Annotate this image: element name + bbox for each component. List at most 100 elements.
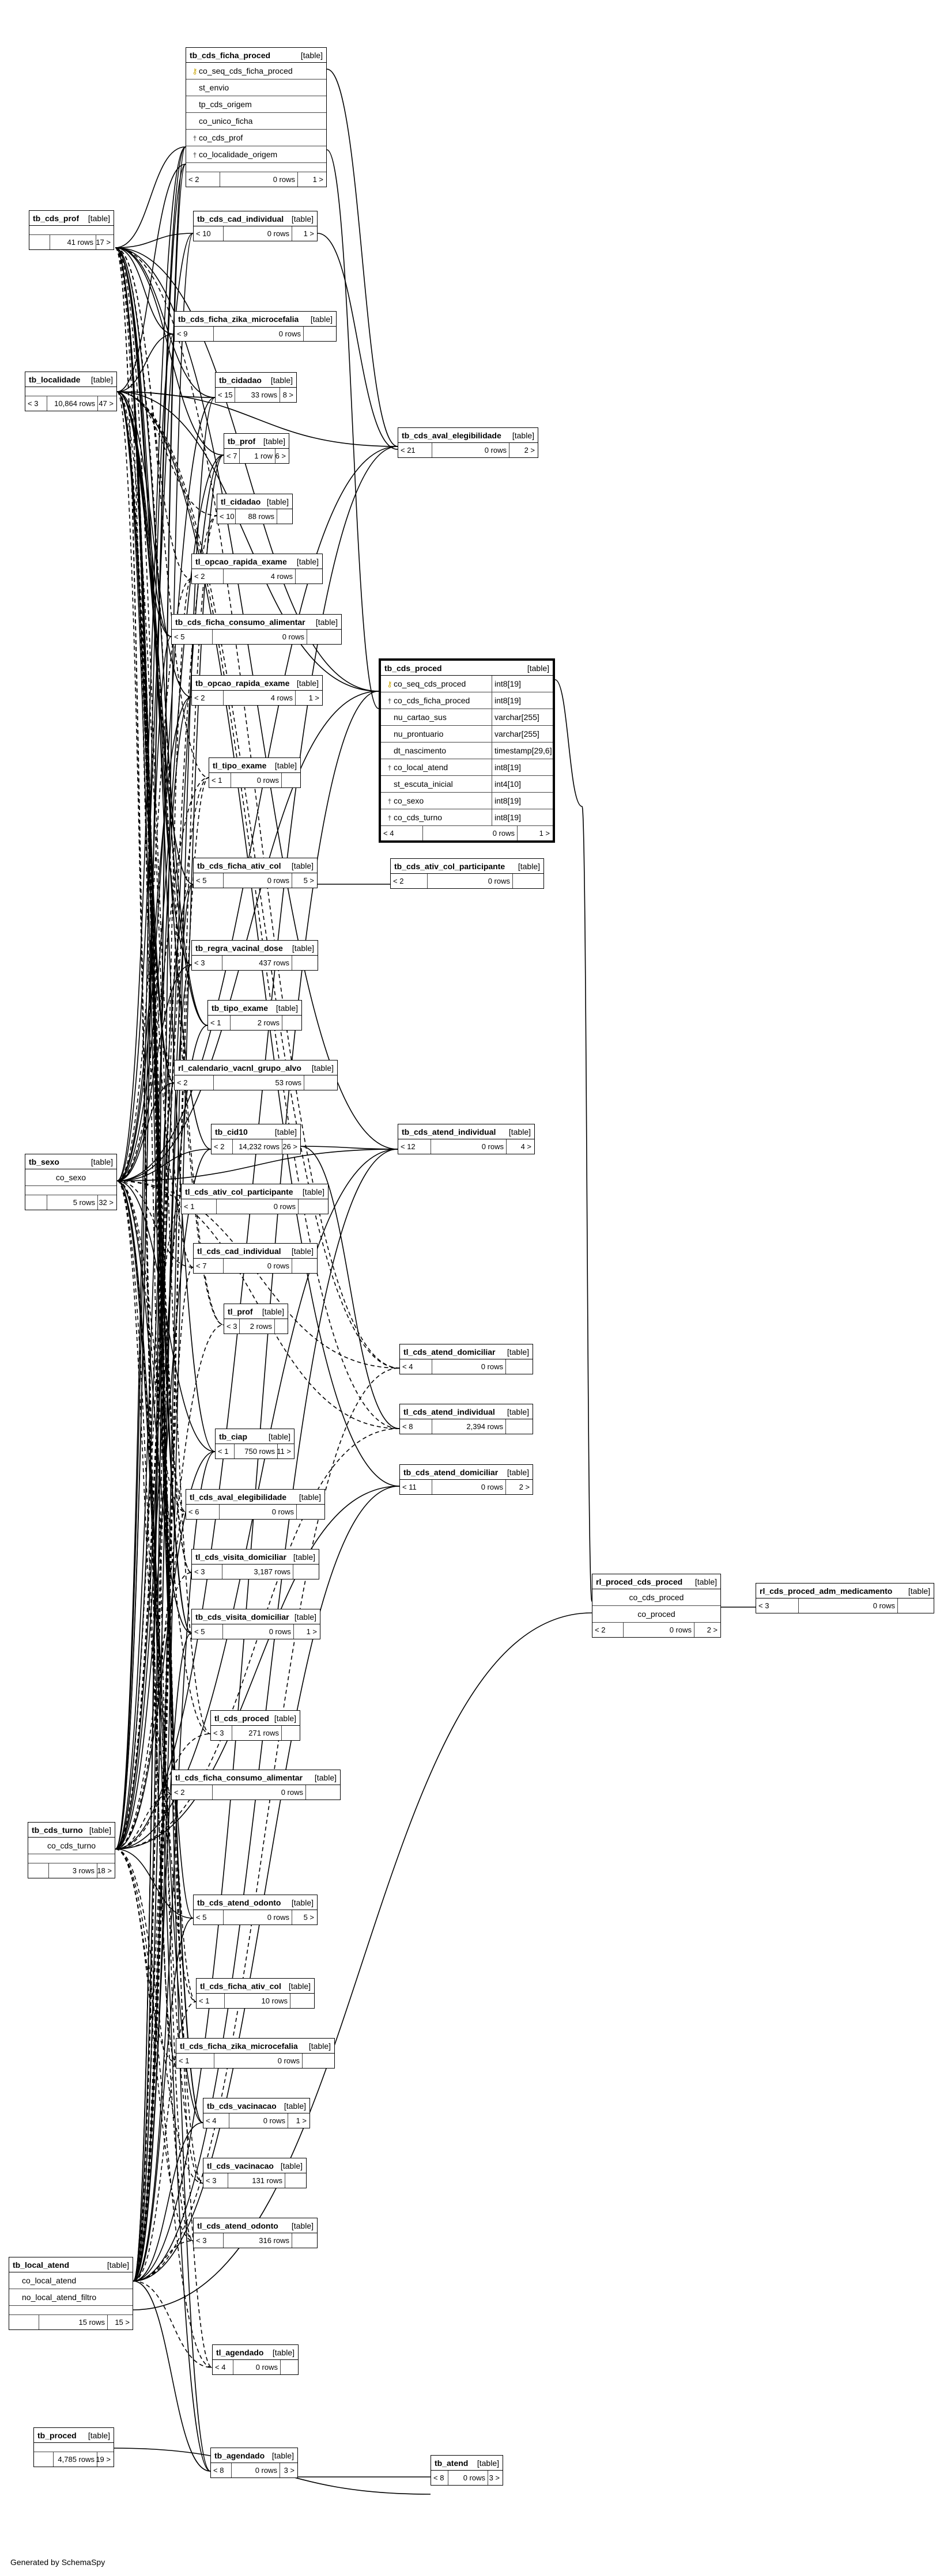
child-count[interactable] [299, 1199, 328, 1214]
table-name[interactable]: tb_ciap [219, 1431, 248, 1441]
table-name[interactable]: tb_cds_aval_elegibilidade [402, 430, 501, 440]
child-count[interactable] [898, 1598, 934, 1613]
table-name[interactable]: tl_agendado [216, 2347, 264, 2357]
table-name[interactable]: tb_cds_atend_domiciliar [403, 1467, 499, 1477]
parent-count[interactable] [34, 2452, 54, 2467]
parent-count[interactable]: < 3 [203, 2173, 228, 2188]
table-name[interactable]: tb_cds_atend_odonto [197, 1897, 281, 1907]
table-name[interactable]: tb_cds_ficha_ativ_col [197, 861, 281, 870]
column-row[interactable]: co_unico_ficha [186, 113, 326, 130]
child-count[interactable] [290, 1994, 314, 2008]
child-count[interactable] [281, 2360, 298, 2374]
table-name[interactable]: tl_cds_cad_individual [197, 1246, 281, 1256]
parent-count[interactable] [25, 1195, 47, 1210]
child-count[interactable]: 1 > [312, 175, 323, 184]
table-name[interactable]: tb_tipo_exame [212, 1003, 269, 1013]
child-count[interactable]: 47 > [99, 399, 114, 408]
parent-count[interactable]: < 5 [194, 873, 224, 888]
table-name[interactable]: tl_cds_vacinacao [207, 2161, 274, 2170]
parent-count[interactable]: < 15 [216, 388, 235, 402]
parent-count[interactable]: < 9 [175, 327, 214, 341]
parent-count[interactable]: < 1 [182, 1199, 217, 1214]
parent-count[interactable]: < 1 [216, 1444, 235, 1459]
table-rl-proced-cds-proced[interactable]: rl_proced_cds_proced[table]co_cds_proced… [592, 1574, 721, 1638]
child-count[interactable]: 1 > [539, 829, 550, 838]
column-row[interactable]: co_cds_proced [592, 1589, 720, 1606]
parent-count[interactable]: < 2 [186, 172, 220, 187]
column-row[interactable]: ⚷co_seq_cds_ficha_proced [186, 63, 326, 79]
table-name[interactable]: tb_localidade [29, 374, 81, 384]
child-count[interactable]: 11 > [277, 1447, 291, 1456]
parent-count[interactable]: < 2 [172, 1785, 213, 1800]
child-count[interactable] [303, 2054, 334, 2068]
parent-count[interactable]: < 2 [391, 874, 428, 888]
child-count[interactable]: 32 > [99, 1198, 114, 1207]
child-count[interactable] [285, 2173, 306, 2188]
table-name[interactable]: tb_agendado [214, 2450, 265, 2460]
table-tb-cds-ficha-proced[interactable]: tb_cds_ficha_proced[table]⚷co_seq_cds_fi… [186, 47, 327, 187]
table-name[interactable]: tl_tipo_exame [213, 760, 267, 770]
parent-count[interactable]: < 1 [209, 773, 231, 787]
table-name[interactable]: tb_atend [435, 2458, 469, 2468]
child-count[interactable]: 15 > [115, 2318, 130, 2327]
parent-count[interactable]: < 10 [194, 226, 224, 241]
parent-count[interactable]: < 8 [431, 2471, 448, 2485]
child-count[interactable]: 1 > [308, 694, 319, 702]
parent-count[interactable]: < 2 [592, 1623, 624, 1637]
parent-count[interactable]: < 5 [192, 1624, 223, 1639]
table-name[interactable]: rl_cds_proced_adm_medicamento [760, 1586, 893, 1596]
child-count[interactable] [282, 1016, 301, 1030]
parent-count[interactable]: < 3 [25, 396, 47, 411]
table-name[interactable]: tb_cds_ficha_consumo_alimentar [175, 617, 305, 627]
child-count[interactable]: 3 > [489, 2473, 500, 2482]
child-count[interactable] [282, 1726, 300, 1740]
table-name[interactable]: tl_cds_atend_individual [403, 1407, 495, 1416]
child-count[interactable] [292, 956, 318, 970]
parent-count[interactable]: < 3 [224, 1319, 240, 1334]
parent-count[interactable] [9, 2315, 39, 2329]
child-count[interactable] [306, 1785, 340, 1800]
table-name[interactable]: tb_proced [37, 2430, 77, 2440]
parent-count[interactable]: < 11 [400, 1480, 432, 1494]
parent-count[interactable]: < 7 [194, 1259, 224, 1273]
column-row[interactable]: co_cds_turno [28, 1838, 115, 1854]
table-name[interactable]: tb_opcao_rapida_exame [195, 678, 290, 688]
parent-count[interactable]: < 21 [398, 443, 432, 457]
child-count[interactable]: 17 > [96, 238, 111, 247]
table-name[interactable]: tb_regra_vacinal_dose [195, 943, 283, 953]
child-count[interactable]: 4 > [520, 1142, 531, 1151]
table-tl-cds-ficha-consumo-alimentar[interactable]: tl_cds_ficha_consumo_alimentar[table]< 2… [171, 1770, 341, 1800]
table-name[interactable]: tb_prof [228, 436, 256, 446]
table-tl-cds-ficha-zika-microcefalia[interactable]: tl_cds_ficha_zika_microcefalia[table]< 1… [176, 2038, 335, 2069]
table-name[interactable]: tb_cidadao [219, 375, 262, 385]
child-count[interactable]: 6 > [275, 452, 286, 460]
column-row[interactable]: co_proced [592, 1606, 720, 1623]
child-count[interactable] [506, 1359, 533, 1374]
parent-count[interactable]: < 3 [192, 956, 222, 970]
parent-count[interactable]: < 4 [400, 1359, 432, 1374]
parent-count[interactable]: < 5 [194, 1910, 224, 1925]
child-count[interactable] [506, 1419, 533, 1434]
column-row[interactable]: no_local_atend_filtro [9, 2289, 133, 2306]
